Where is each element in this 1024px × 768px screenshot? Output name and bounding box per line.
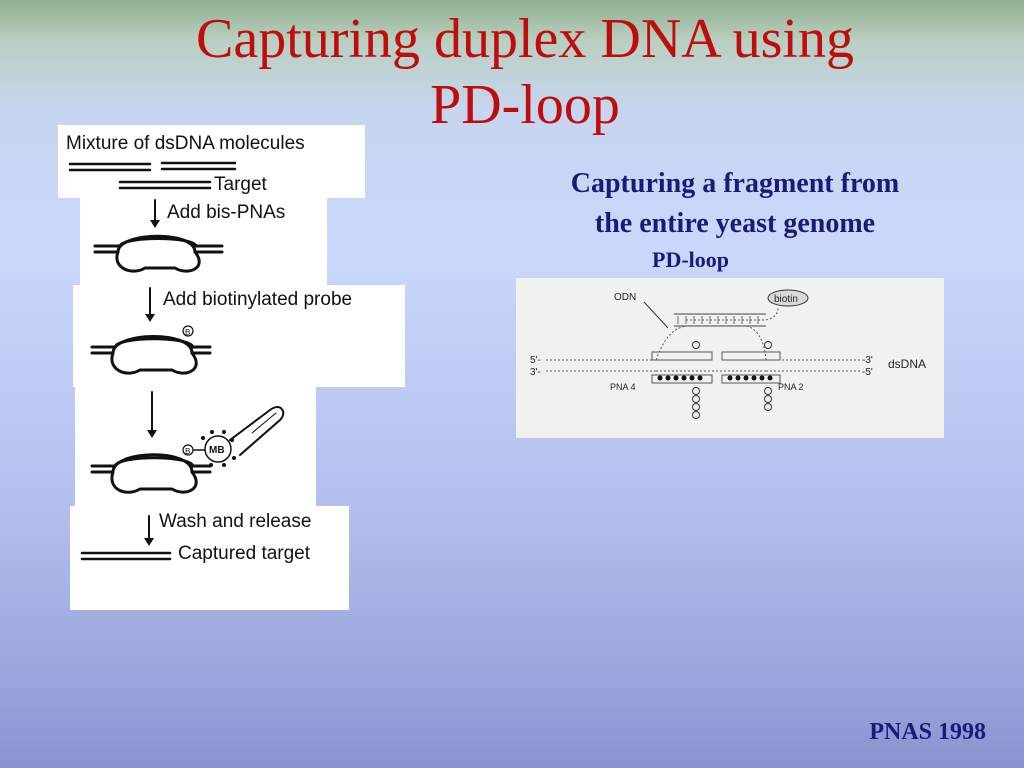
step-add-bis-pnas: Add bis-PNAs: [167, 202, 286, 223]
flow-panel-bead: [75, 386, 316, 507]
odn-strand: [674, 313, 766, 327]
step-wash-release: Wash and release: [159, 511, 312, 532]
title-line-2: PD-loop: [430, 74, 620, 136]
pna-right-label: PNA 2: [778, 382, 804, 392]
pna-left-label: PNA 4: [610, 382, 636, 392]
caption: Capturing a fragment from the entire yea…: [520, 164, 950, 244]
odn-pointer: [643, 301, 669, 329]
pdloop-diagram: ODN biotin 5'- 3'- -3' -5' dsDNA PNA 4 P…: [516, 278, 944, 438]
biotin-tag: [767, 289, 809, 307]
end-5-left: 5'-: [530, 355, 541, 366]
end-5-right: -5': [862, 367, 873, 378]
pd-loop-subcaption: PD-loop: [652, 247, 729, 272]
title-line-1: Capturing duplex DNA using: [196, 8, 854, 70]
flow-panel-mixture: [58, 125, 365, 198]
pna-blocks: [651, 351, 781, 384]
end-3-right: -3': [862, 355, 873, 366]
dsdna-label: dsDNA: [888, 357, 926, 371]
pna-dots: [657, 375, 773, 381]
biotin-label: biotin: [774, 294, 798, 305]
odn-label: ODN: [614, 292, 636, 303]
captured-target-label: Captured target: [178, 543, 311, 564]
step-add-probe: Add biotinylated probe: [163, 289, 353, 310]
slide-title: Capturing duplex DNA using PD-loop: [0, 6, 1024, 138]
lysine-chains: [692, 341, 772, 419]
target-label: Target: [214, 174, 267, 195]
end-3-left: 3'-: [530, 367, 541, 378]
caption-line-1: Capturing a fragment from: [570, 168, 900, 199]
sequence-marks: [677, 316, 759, 324]
citation: PNAS 1998: [869, 719, 986, 745]
flow-heading: Mixture of dsDNA molecules: [66, 133, 305, 154]
caption-line-2: the entire yeast genome: [594, 208, 876, 239]
